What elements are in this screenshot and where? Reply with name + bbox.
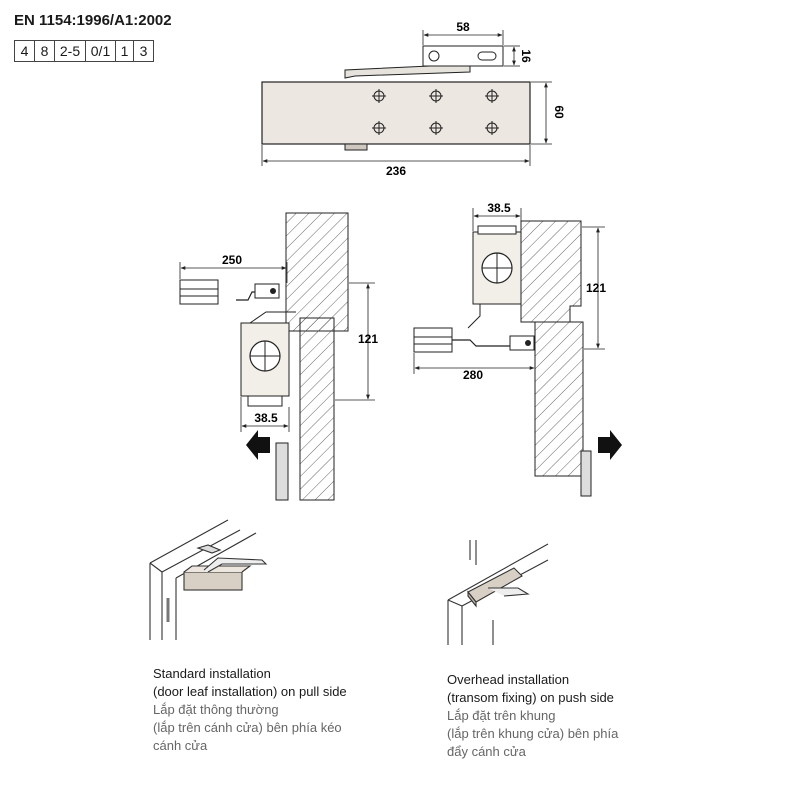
transom-frame-section	[520, 220, 582, 323]
closer-valve	[344, 143, 368, 151]
standard-title: EN 1154:1996/A1:2002	[14, 12, 172, 29]
dim-arm-shoe-height: 16	[519, 49, 533, 63]
overhead-section: 38.5 121 280	[413, 201, 622, 497]
mounting-holes	[372, 89, 499, 135]
spec-cell-corrosion: 3	[133, 40, 154, 62]
standard-section: 250 121 38.5	[179, 212, 378, 501]
arm-shoe	[422, 45, 504, 67]
door-hinge	[275, 442, 289, 501]
spec-row: 4 8 2-5 0/1 1 3	[14, 40, 154, 62]
overhead-3d-illustration	[447, 540, 549, 645]
dim-body-length: 236	[386, 164, 406, 178]
dim-standard-body-depth: 38.5	[254, 411, 278, 425]
dim-overhead-arm-reach: 280	[463, 368, 483, 382]
dim-overhead-body-depth: 38.5	[487, 201, 511, 215]
dim-standard-arm-reach: 250	[222, 253, 242, 267]
dim-standard-offset: 121	[358, 332, 378, 346]
standard-arm-end	[179, 279, 219, 305]
shoe-slot	[477, 51, 497, 61]
closer-top-view: 58 16 60 236	[261, 20, 566, 178]
overhead-caption-vi-2: (lắp trên khung cửa) bên phía	[447, 726, 619, 741]
standard-arm-shoe	[254, 283, 280, 299]
door-leaf-section	[299, 317, 335, 501]
dim-body-height: 60	[552, 105, 566, 119]
overhead-caption: Overhead installation (transom fixing) o…	[447, 671, 618, 761]
closer-body	[261, 81, 531, 145]
overhead-door-leaf-section	[534, 321, 584, 477]
overhead-caption-vi-3: đẩy cánh cửa	[447, 744, 526, 759]
standard-caption-vi-2: (lắp trên cánh cửa) bên phía kéo	[153, 720, 342, 735]
overhead-arm-shoe	[509, 335, 535, 351]
standard-caption-vi-3: cánh cửa	[153, 738, 208, 753]
closer-arm	[344, 65, 471, 79]
overhead-door-hinge	[580, 450, 592, 497]
standard-3d-closer	[183, 571, 243, 591]
shoe-screw-icon	[428, 50, 440, 62]
standard-caption-en-2: (door leaf installation) on pull side	[153, 684, 347, 699]
standard-caption-en-1: Standard installation	[153, 666, 271, 681]
spec-cell-power-range: 2-5	[54, 40, 86, 62]
door-frame-section	[285, 212, 349, 332]
overhead-caption-en-1: Overhead installation	[447, 672, 570, 687]
spec-table: 4 8 2-5 0/1 1 3	[14, 40, 154, 62]
standard-3d-illustration	[149, 519, 268, 640]
overhead-arm-end	[413, 327, 453, 353]
overhead-caption-vi-1: Lắp đặt trên khung	[447, 708, 556, 723]
standard-caption: Standard installation (door leaf install…	[153, 665, 347, 755]
pull-direction-arrow-icon	[246, 430, 270, 460]
push-direction-arrow-icon	[598, 430, 622, 460]
standard-caption-vi-1: Lắp đặt thông thường	[153, 702, 279, 717]
dim-arm-shoe-width: 58	[456, 20, 470, 34]
overhead-caption-en-2: (transom fixing) on push side	[447, 690, 614, 705]
dim-overhead-offset: 121	[586, 281, 606, 295]
